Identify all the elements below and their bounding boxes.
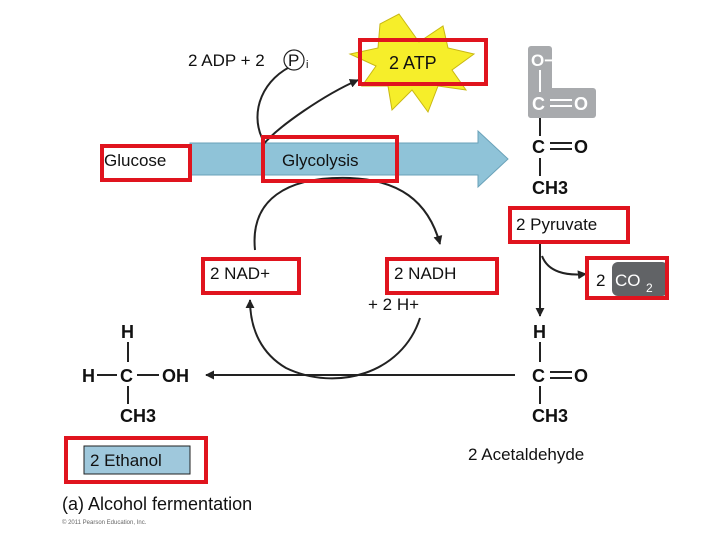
phosphate-circle	[283, 49, 305, 71]
nadh-to-nad-arrow	[245, 299, 421, 380]
ethanol-h-top: H	[121, 322, 134, 342]
pyruvate-to-co2-arrow	[541, 255, 587, 280]
co2-count: 2	[596, 271, 605, 290]
co2-label: CO	[615, 271, 641, 290]
glycolysis-label: Glycolysis	[282, 151, 359, 170]
pyruvate-c1: C	[532, 94, 545, 114]
adp-to-atp-arrow	[256, 63, 297, 139]
co2-subscript: 2	[646, 281, 653, 295]
copyright: © 2011 Pearson Education, Inc.	[62, 519, 147, 526]
glycolysis-arrow	[189, 129, 509, 189]
nad-plus-label: 2 NAD+	[210, 264, 270, 283]
atp-highlight-box	[358, 38, 488, 86]
ethanol-ch3: CH3	[120, 406, 156, 426]
ethanol-h-left: H	[82, 366, 95, 386]
glycolysis-highlight-box	[261, 135, 399, 183]
nadh-label: 2 NADH	[394, 264, 456, 283]
pyruvate-highlight-foot	[528, 88, 596, 118]
ethanol-highlight-box	[64, 436, 208, 484]
ethanol-fill	[83, 445, 191, 475]
phosphate-p-label: P	[288, 51, 299, 70]
phosphate-i-label: i	[306, 59, 308, 71]
pyruvate-molecule: O− C O C O CH3	[528, 46, 596, 198]
pyruvate-o1: O	[574, 94, 588, 114]
ethanol-label: 2 Ethanol	[90, 451, 162, 470]
acetaldehyde-o: O	[574, 366, 588, 386]
acetaldehyde-ch3: CH3	[532, 406, 568, 426]
ethanol-molecule: H H C OH CH3	[82, 322, 189, 426]
pyruvate-o2: O	[574, 137, 588, 157]
co2-highlight-box	[585, 256, 669, 300]
glucose-label: Glucose	[104, 151, 166, 170]
adp-label: 2 ADP + 2	[188, 51, 265, 70]
pyruvate-c2: C	[532, 137, 545, 157]
acetaldehyde-label: 2 Acetaldehyde	[468, 445, 584, 464]
nad-plus-highlight-box	[201, 257, 301, 295]
pyruvate-ch3: CH3	[532, 178, 568, 198]
pyruvate-label: 2 Pyruvate	[516, 215, 597, 234]
nadh-highlight-box	[385, 257, 499, 295]
ethanol-c: C	[120, 366, 133, 386]
acetaldehyde-molecule: H C O CH3	[532, 322, 588, 426]
nad-to-nadh-arrow	[253, 176, 443, 251]
acetaldehyde-c: C	[532, 366, 545, 386]
glucose-highlight-box	[100, 144, 192, 182]
co2-highlight-fill	[612, 262, 668, 296]
ethanol-oh: OH	[162, 366, 189, 386]
acetaldehyde-h: H	[533, 322, 546, 342]
atp-release-arrow	[261, 79, 359, 147]
h-plus-label: + 2 H+	[368, 295, 419, 314]
pyruvate-highlight-box	[508, 206, 630, 244]
atp-label: 2 ATP	[389, 53, 437, 73]
caption: (a) Alcohol fermentation	[62, 494, 252, 514]
pyruvate-o-minus: O−	[531, 51, 554, 70]
